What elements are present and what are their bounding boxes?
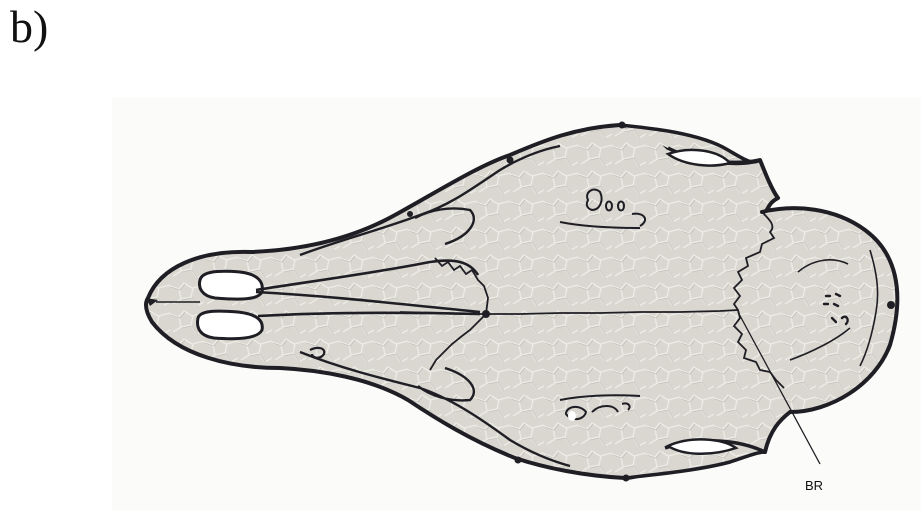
nasal-opening-upper bbox=[200, 271, 263, 299]
skull-diagram: BR bbox=[112, 98, 921, 510]
skull-svg: BR bbox=[112, 98, 921, 510]
panel-label: b) bbox=[10, 4, 48, 50]
nasal-opening-lower bbox=[198, 311, 263, 339]
br-label: BR bbox=[805, 478, 823, 493]
